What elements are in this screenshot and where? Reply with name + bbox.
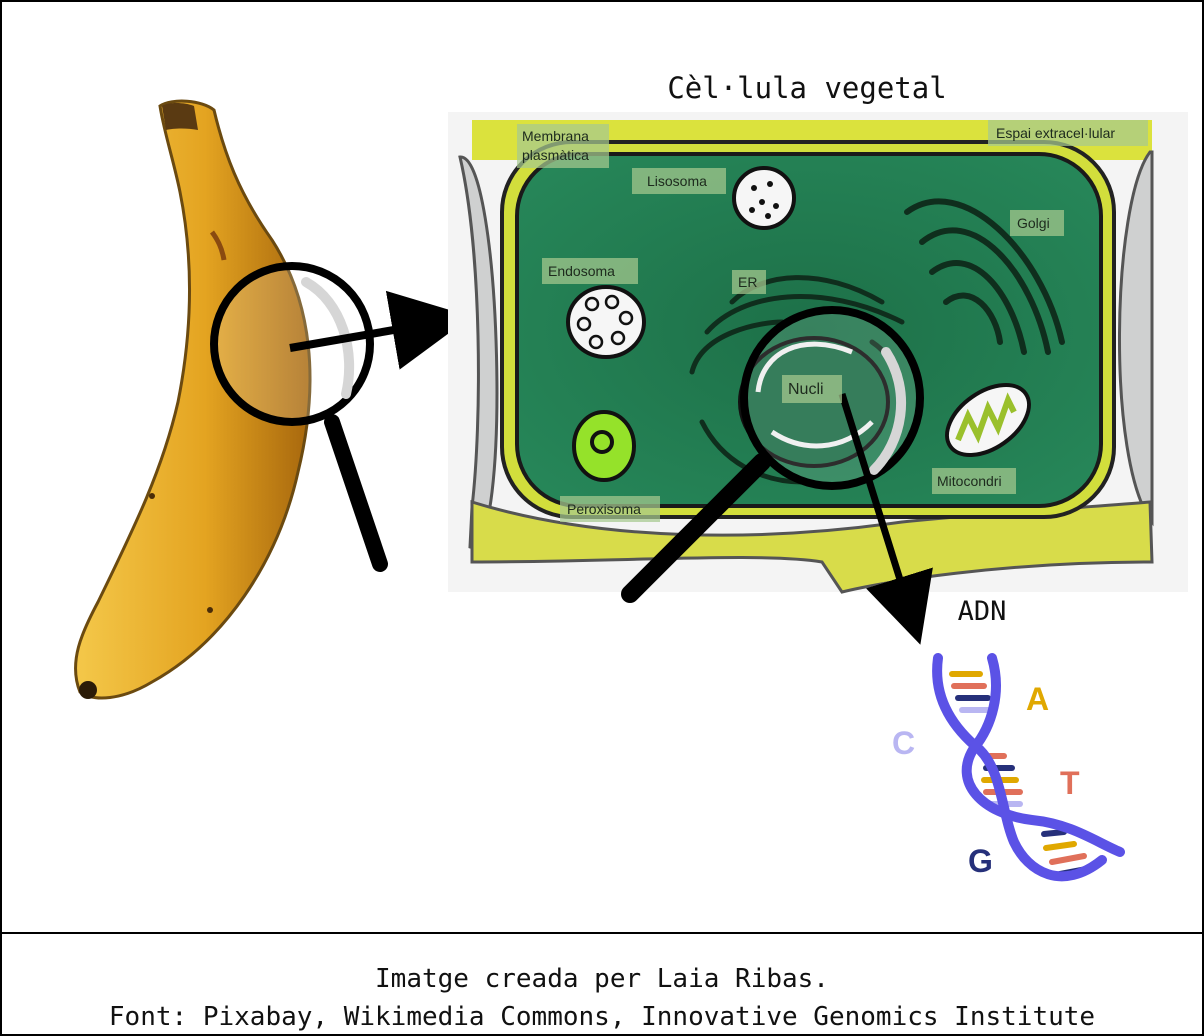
label-membrane-line1: Membrana: [522, 128, 589, 144]
base-T: T: [1060, 765, 1080, 801]
label-endosome: Endosoma: [542, 258, 638, 284]
base-C: C: [892, 725, 915, 761]
svg-text:Mitocondri: Mitocondri: [937, 473, 1002, 489]
svg-text:Golgi: Golgi: [1017, 215, 1050, 231]
base-A: A: [1026, 681, 1049, 717]
diagram-canvas: Cèl·lula vegetal: [2, 2, 1202, 930]
label-golgi: Golgi: [1010, 210, 1064, 236]
endosome-organelle: [568, 287, 644, 357]
caption: Imatge creada per Laia Ribas. Font: Pixa…: [2, 932, 1202, 1036]
lysosome-organelle: [734, 168, 794, 228]
svg-text:Nucli: Nucli: [788, 381, 824, 398]
base-G: G: [968, 843, 993, 879]
svg-text:Peroxisoma: Peroxisoma: [567, 501, 641, 517]
label-membrane-line2: plasmàtica: [522, 147, 589, 163]
svg-text:Lisosoma: Lisosoma: [647, 173, 707, 189]
dna-label: ADN: [958, 596, 1007, 627]
label-extracellular: Espai extracel·lular: [988, 120, 1148, 146]
caption-credit: Imatge creada per Laia Ribas.: [2, 960, 1202, 998]
label-lysosome: Lisosoma: [632, 168, 726, 194]
cell-title: Cèl·lula vegetal: [667, 71, 946, 105]
label-er: ER: [732, 270, 766, 294]
label-nucleus: Nucli: [782, 375, 842, 403]
label-membrane: Membrana plasmàtica: [517, 124, 609, 168]
svg-text:Endosoma: Endosoma: [548, 263, 615, 279]
svg-text:Espai extracel·lular: Espai extracel·lular: [996, 125, 1115, 141]
caption-sources: Font: Pixabay, Wikimedia Commons, Innova…: [2, 998, 1202, 1036]
label-peroxisome: Peroxisoma: [560, 496, 660, 522]
svg-text:ER: ER: [738, 274, 757, 290]
label-mitochondrion: Mitocondri: [932, 468, 1016, 494]
peroxisome-organelle: [574, 412, 634, 480]
